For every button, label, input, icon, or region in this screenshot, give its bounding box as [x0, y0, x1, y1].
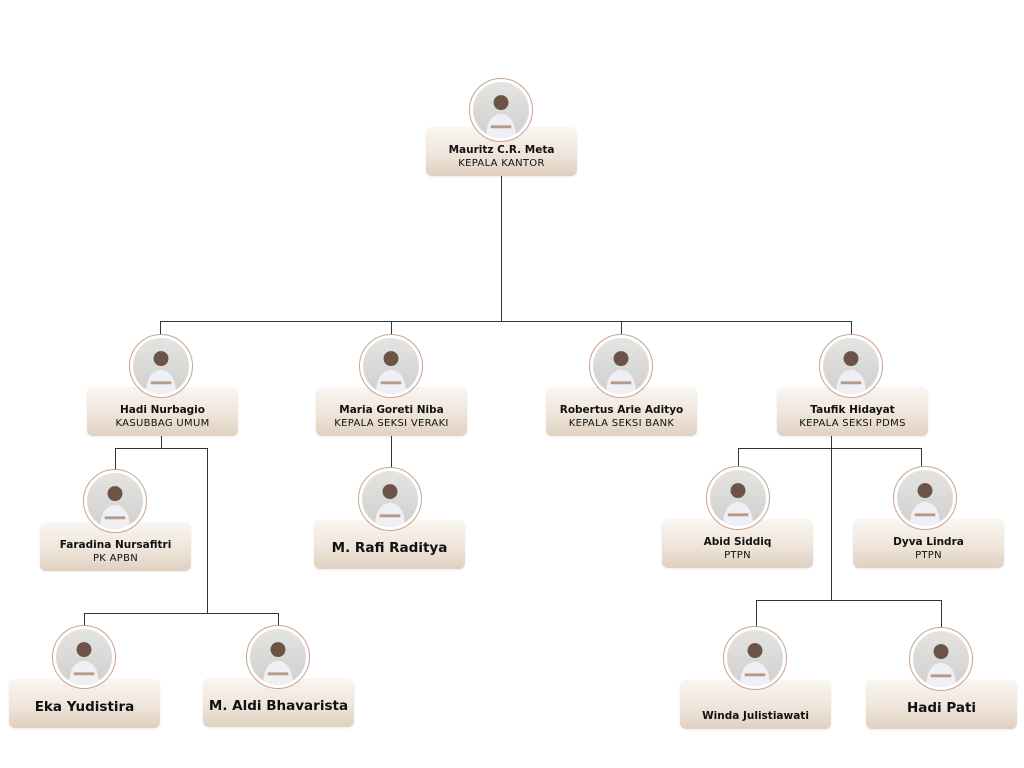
person-title: PK APBN: [92, 553, 139, 564]
person-name: Winda Julistiawati: [702, 710, 809, 722]
person-title: KEPALA SEKSI PDMS: [799, 418, 906, 429]
person-name: Mauritz C.R. Meta: [448, 144, 555, 156]
person-name: M. Rafi Raditya: [331, 540, 448, 556]
connector-line: [941, 600, 942, 627]
connector-line: [921, 448, 922, 468]
person-title: KASUBBAG UMUM: [115, 418, 210, 429]
person-photo: [52, 625, 116, 689]
person-title: KEPALA SEKSI BANK: [568, 418, 675, 429]
person-avatar-icon: [913, 631, 969, 687]
connector-line: [831, 435, 832, 600]
person-avatar-icon: [473, 82, 529, 138]
person-photo: [909, 627, 973, 691]
connector-line: [738, 448, 922, 449]
connector-line: [160, 321, 161, 335]
connector-line: [756, 600, 757, 627]
person-avatar-icon: [250, 629, 306, 685]
person-name: Faradina Nursafitri: [59, 539, 172, 551]
person-photo: [83, 469, 147, 533]
person-photo: [469, 78, 533, 142]
connector-line: [115, 448, 208, 449]
person-photo: [358, 467, 422, 531]
connector-line: [621, 321, 622, 335]
person-name: M. Aldi Bhavarista: [208, 698, 349, 714]
connector-line: [84, 613, 279, 614]
connector-line: [756, 600, 942, 601]
person-name: Maria Goreti Niba: [339, 404, 444, 416]
person-name: Eka Yudistira: [34, 699, 135, 715]
connector-line: [207, 448, 208, 613]
person-name: Hadi Nurbagio: [119, 404, 205, 416]
person-avatar-icon: [133, 338, 189, 394]
person-avatar-icon: [710, 470, 766, 526]
person-avatar-icon: [593, 338, 649, 394]
person-photo: [359, 334, 423, 398]
connector-line: [160, 321, 852, 322]
connector-line: [115, 448, 116, 470]
person-avatar-icon: [897, 470, 953, 526]
person-avatar-icon: [362, 471, 418, 527]
person-photo: [706, 466, 770, 530]
person-title: KEPALA KANTOR: [458, 158, 545, 169]
person-name: Robertus Arie Adityo: [559, 404, 684, 416]
connector-line: [501, 176, 502, 321]
person-card: M. Rafi Raditya: [314, 520, 465, 569]
person-avatar-icon: [727, 630, 783, 686]
person-name: Hadi Pati: [906, 700, 977, 716]
connector-line: [391, 321, 392, 335]
person-name: Abid Siddiq: [703, 536, 772, 548]
person-name: Dyva Lindra: [893, 536, 964, 548]
person-photo: [723, 626, 787, 690]
person-avatar-icon: [823, 338, 879, 394]
connector-line: [738, 448, 739, 468]
person-photo: [893, 466, 957, 530]
connector-line: [278, 613, 279, 626]
person-avatar-icon: [87, 473, 143, 529]
connector-line: [84, 613, 85, 626]
person-card: Hadi Pati: [866, 680, 1017, 729]
person-title: KEPALA SEKSI VERAKI: [334, 418, 449, 429]
person-title: PTPN: [724, 550, 751, 561]
person-title: PTPN: [915, 550, 942, 561]
connector-line: [851, 321, 852, 335]
connector-line: [391, 435, 392, 467]
person-name: Taufik Hidayat: [810, 404, 895, 416]
person-photo: [129, 334, 193, 398]
person-photo: [819, 334, 883, 398]
person-photo: [589, 334, 653, 398]
person-avatar-icon: [56, 629, 112, 685]
person-avatar-icon: [363, 338, 419, 394]
connector-line: [161, 435, 162, 448]
person-card: Faradina Nursafitri PK APBN: [40, 522, 191, 571]
person-photo: [246, 625, 310, 689]
